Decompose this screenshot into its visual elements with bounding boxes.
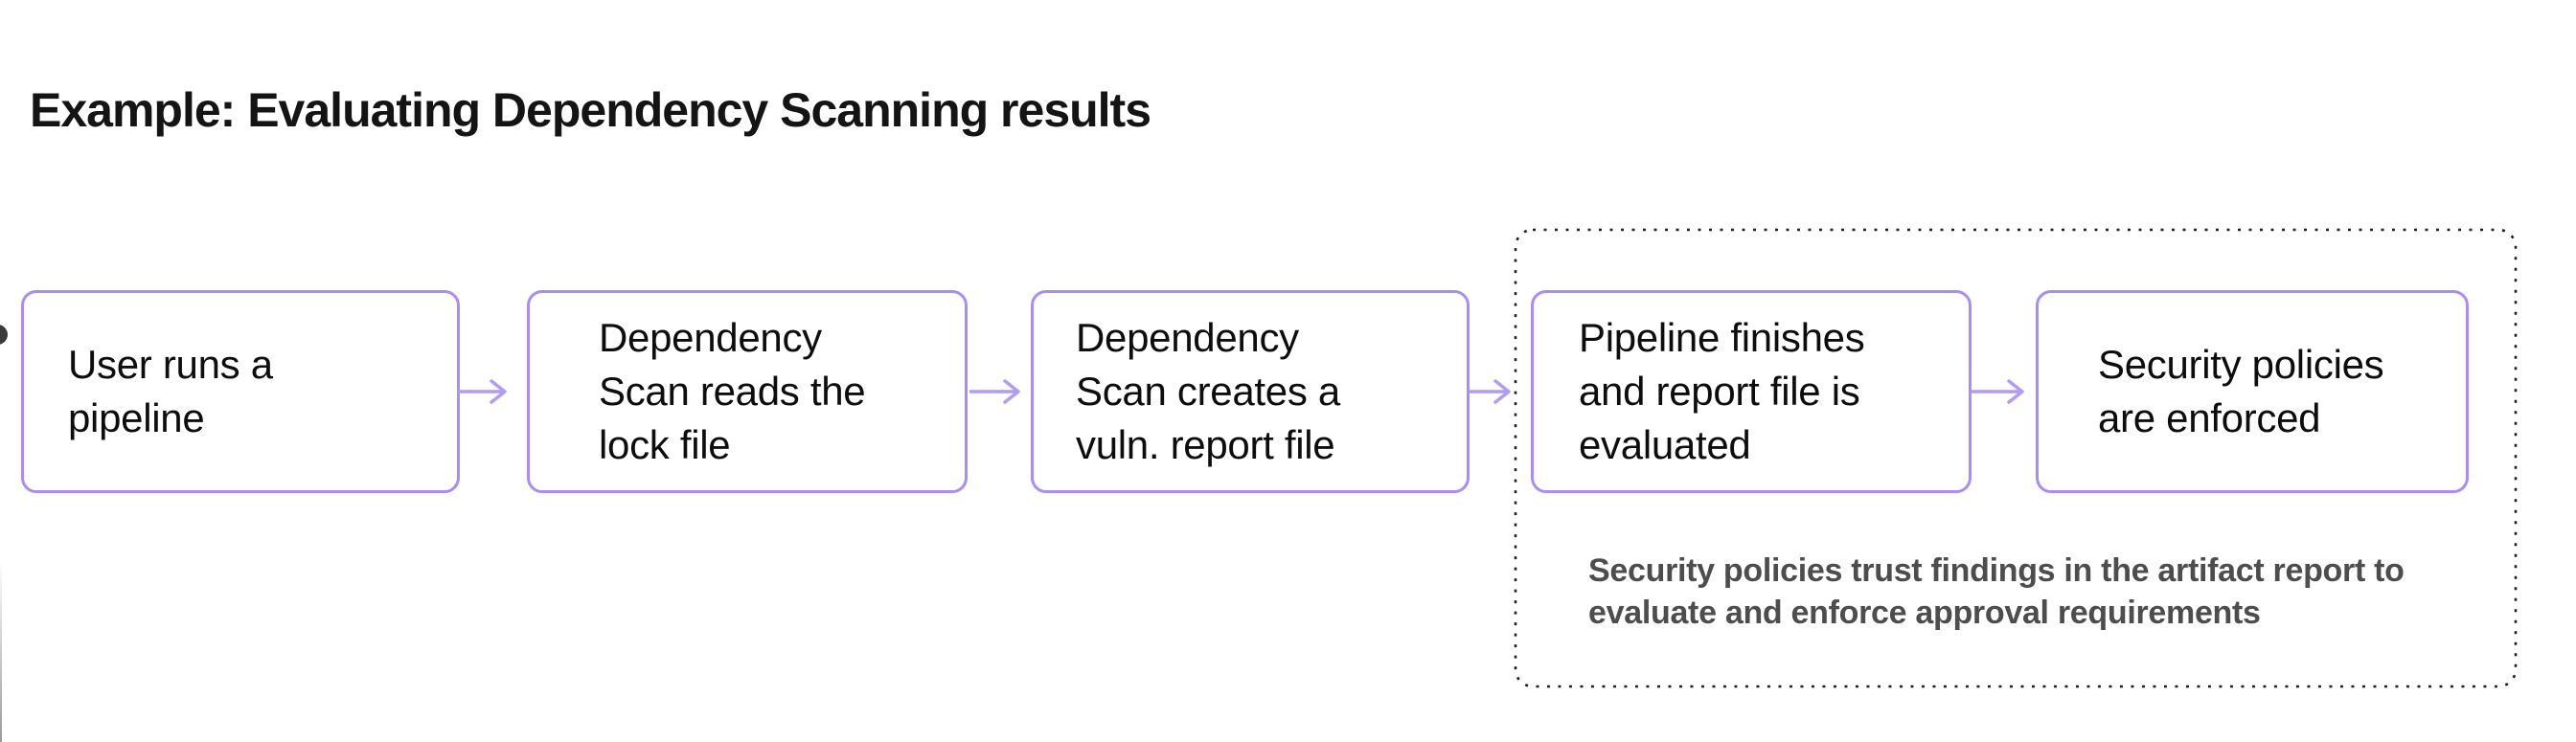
flow-box-dependency-scan-reads-lock: Dependency Scan reads the lock file (527, 290, 968, 493)
cropped-edge-line-artifact (0, 560, 2, 742)
diagram-title: Example: Evaluating Dependency Scanning … (30, 83, 1151, 137)
policy-evaluation-group-outline (1514, 228, 2518, 688)
flow-box-security-policies-enforced: Security policies are enforced (2036, 290, 2469, 493)
arrow-right-icon (458, 372, 510, 411)
flow-box-user-runs-pipeline: User runs a pipeline (21, 290, 460, 493)
flow-box-label: User runs a pipeline (68, 342, 273, 440)
flow-box-label: Dependency Scan reads the lock file (599, 315, 866, 467)
group-annotation-note: Security policies trust findings in the … (1588, 552, 2405, 631)
flow-box-dependency-scan-creates-report: Dependency Scan creates a vuln. report f… (1031, 290, 1470, 493)
flow-box-pipeline-finishes-evaluated: Pipeline finishes and report file is eva… (1531, 290, 1972, 493)
cropped-circle-artifact (0, 325, 8, 345)
arrow-right-icon (1470, 372, 1514, 411)
flow-box-label: Dependency Scan creates a vuln. report f… (1076, 315, 1340, 467)
arrow-right-icon (1972, 372, 2027, 411)
flow-box-label: Pipeline finishes and report file is eva… (1579, 315, 1865, 467)
arrow-right-icon (969, 372, 1023, 411)
flow-box-label: Security policies are enforced (2098, 342, 2384, 440)
